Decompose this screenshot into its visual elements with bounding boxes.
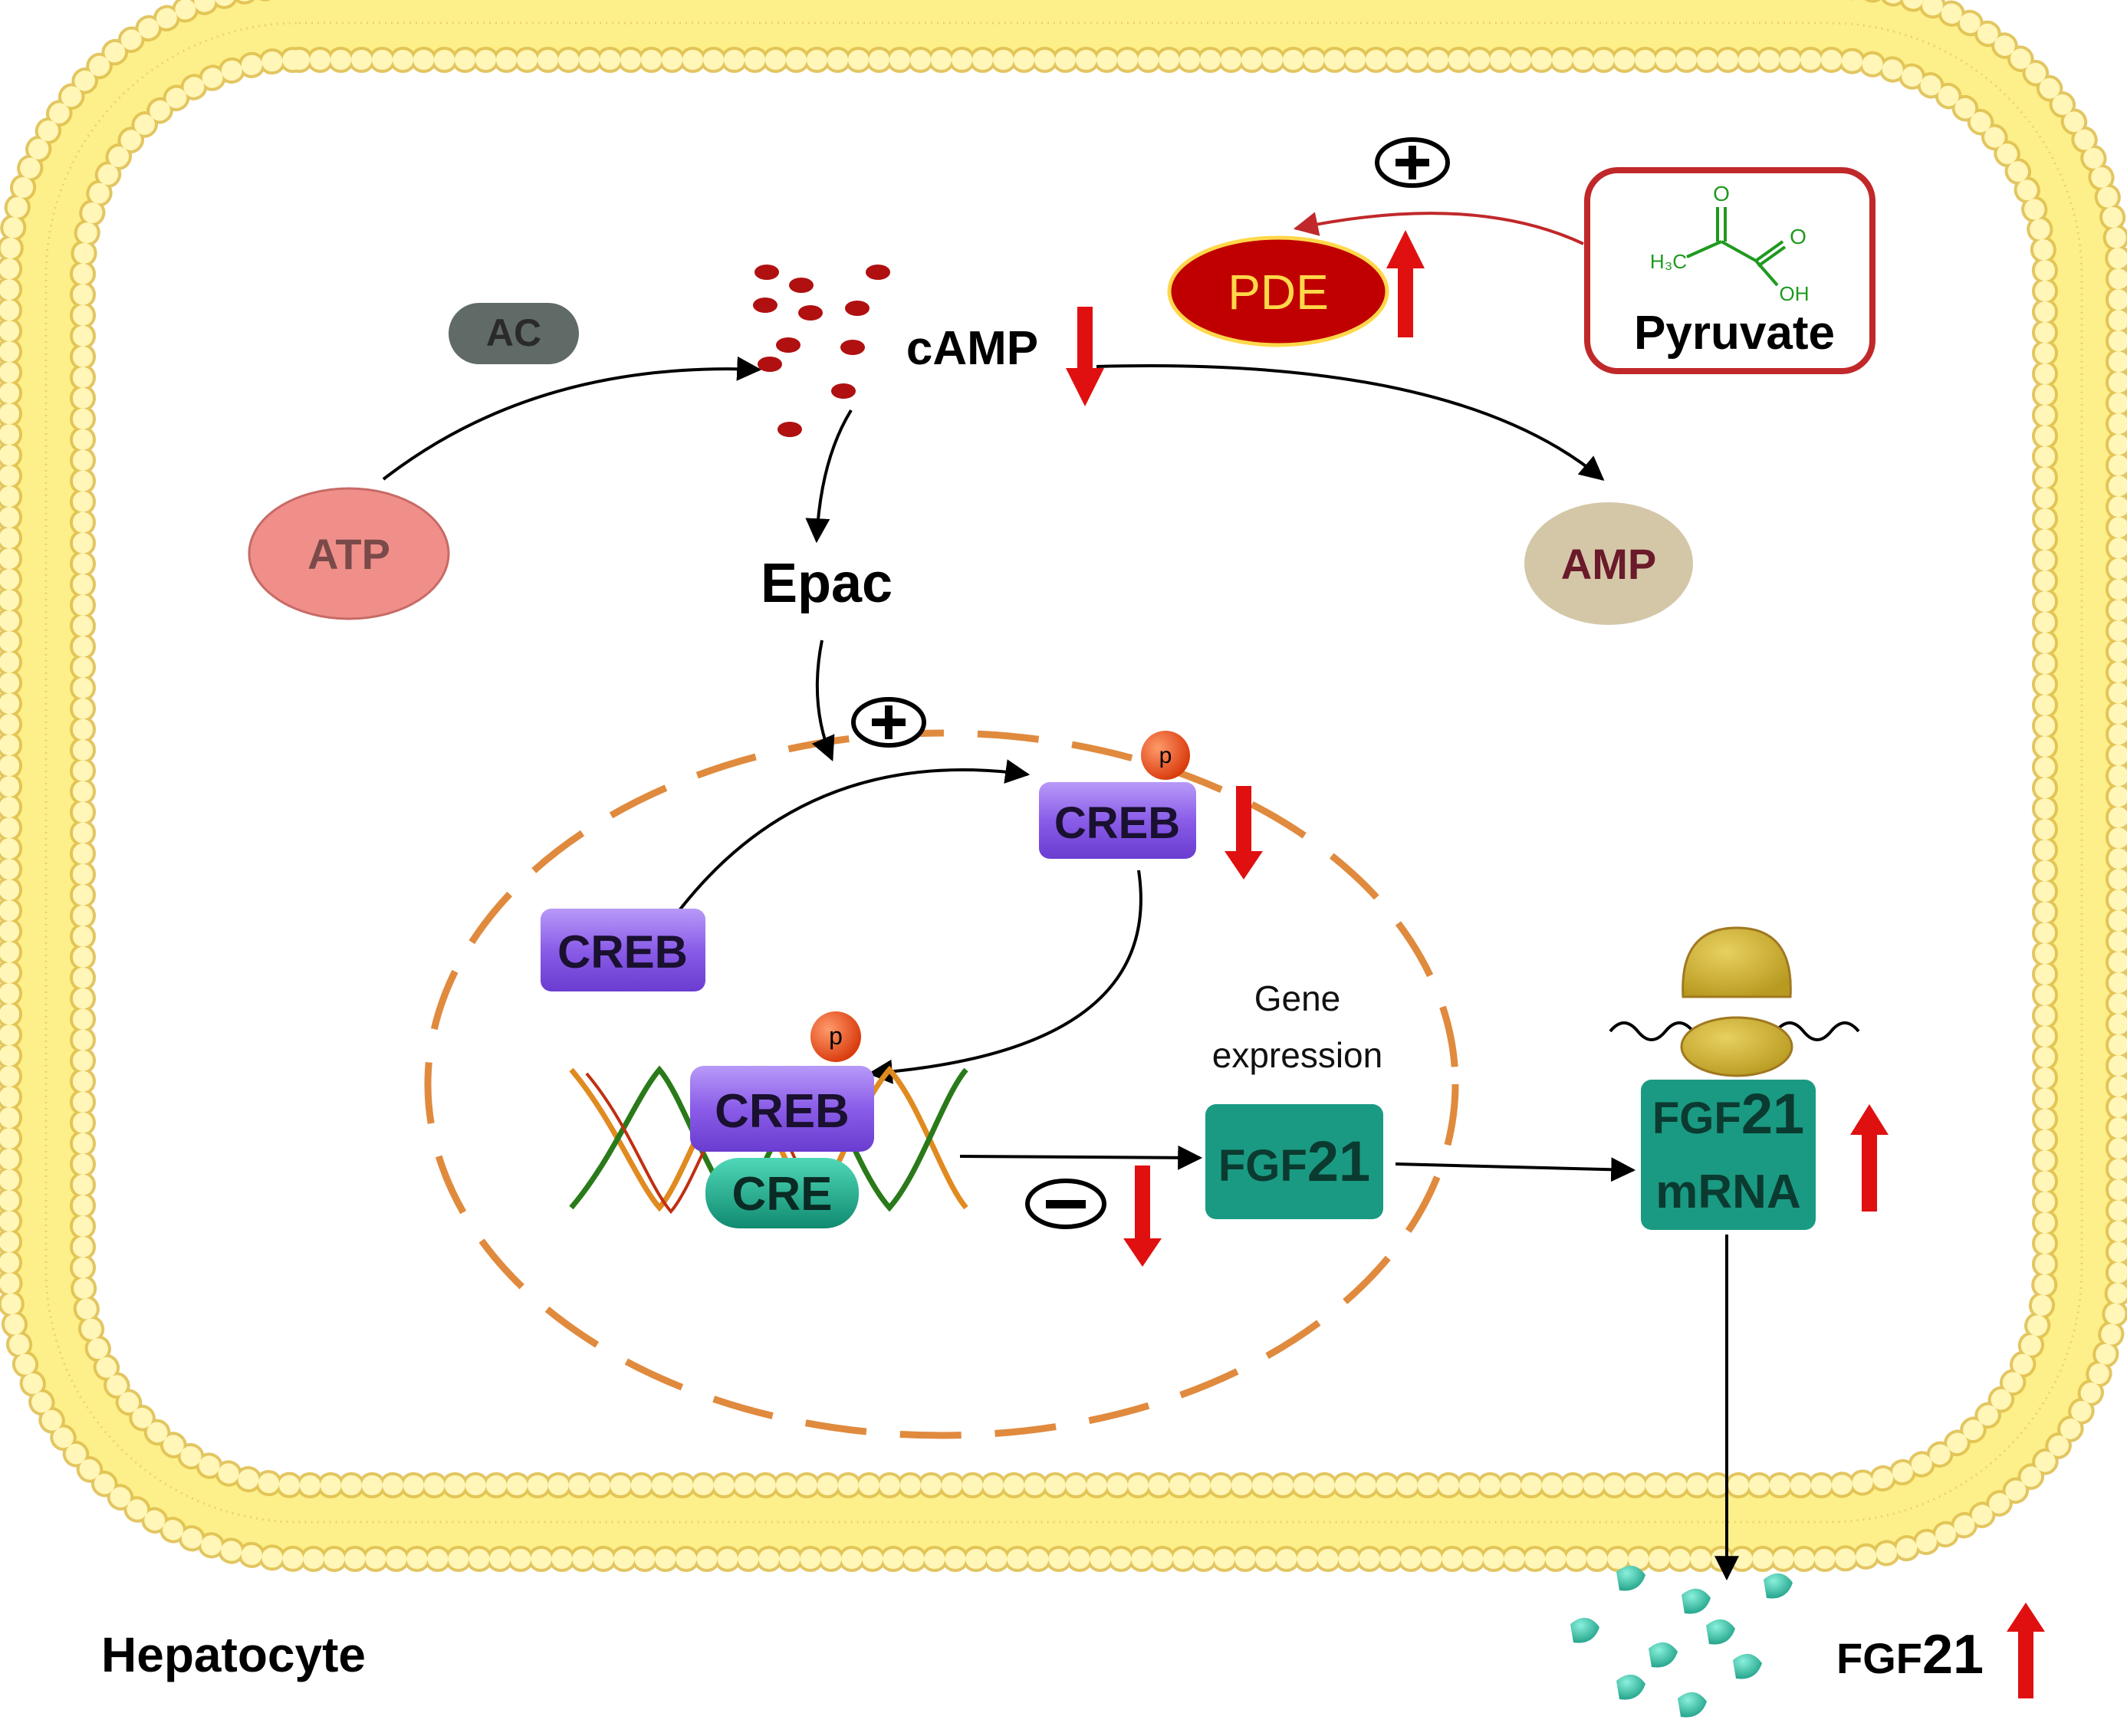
- arrow-creb-to-pcreb: [673, 759, 1031, 918]
- pyruvate-oh: OH: [1780, 282, 1810, 305]
- pyruvate-h3c: H₃C: [1650, 250, 1687, 273]
- amp-label: AMP: [1561, 540, 1656, 588]
- ac-label: AC: [486, 311, 541, 354]
- creb-dna-node: CREB p: [690, 1011, 874, 1152]
- arrow-fgf21-to-mrna: [1395, 1157, 1636, 1182]
- ac-node: AC: [449, 303, 579, 364]
- pyruvate-label: Pyruvate: [1634, 307, 1835, 360]
- pcreb-node: CREB p: [1039, 731, 1196, 859]
- secreted-suffix: 21: [1922, 1624, 1984, 1685]
- arrow-pcreb-to-dna: [867, 870, 1142, 1084]
- arrow-dna-to-fgf21: [959, 1145, 1203, 1170]
- fgf21-suffix: 21: [1307, 1129, 1370, 1193]
- pde-node: PDE: [1167, 235, 1389, 347]
- red-arrows: [1066, 230, 2045, 1698]
- nucleus: [424, 729, 1459, 1439]
- camp-molecules: [753, 265, 890, 437]
- secreted-prefix: FGF: [1836, 1634, 1922, 1682]
- pyruvate-node: O H₃C O OH Pyruvate: [1584, 167, 1876, 374]
- camp-down-arrow-icon: [1066, 307, 1104, 406]
- mrna-suffix: 21: [1741, 1082, 1804, 1146]
- svg-text:FGF21: FGF21: [1218, 1129, 1370, 1193]
- pyruvate-o-right: O: [1790, 225, 1806, 248]
- plus-icon-epac: [851, 697, 926, 748]
- arrow-atp-to-camp: [382, 356, 762, 481]
- arrow-camp-to-epac: [805, 409, 853, 544]
- phosphate-dna-label: p: [829, 1022, 843, 1050]
- pcreb-down-arrow-icon: [1225, 786, 1263, 880]
- pde-up-arrow-icon: [1386, 230, 1425, 337]
- fgf21-gene-node: FGF21: [1205, 1104, 1383, 1219]
- gene-expression-line2: expression: [1212, 1035, 1382, 1075]
- creb-node: CREB: [541, 909, 705, 991]
- secreted-fgf21-label: FGF21: [1836, 1624, 1984, 1685]
- cre-node: CRE: [705, 1158, 859, 1228]
- mrna-up-arrow-icon: [1850, 1104, 1889, 1212]
- amp-node: AMP: [1524, 502, 1693, 625]
- minus-icon: [1025, 1179, 1106, 1229]
- gene-expression-line1: Gene: [1254, 978, 1341, 1018]
- mrna-line2: mRNA: [1655, 1166, 1800, 1218]
- phosphate-dna-icon: [810, 1011, 861, 1062]
- arrow-pyruvate-to-pde: [1293, 212, 1584, 245]
- secreted-up-arrow-icon: [2007, 1603, 2045, 1698]
- creb-dna-label: CREB: [715, 1085, 850, 1138]
- pyruvate-o-top: O: [1713, 182, 1730, 205]
- arrow-camp-to-amp: [1096, 364, 1605, 482]
- hepatocyte-label: Hepatocyte: [101, 1627, 366, 1682]
- plus-icon-pyruvate: [1375, 137, 1450, 188]
- camp-label: cAMP: [906, 322, 1038, 375]
- atp-node: ATP: [248, 487, 450, 620]
- fgf21-mrna-node: FGF21 mRNA: [1641, 1080, 1816, 1230]
- pde-label: PDE: [1228, 265, 1329, 320]
- mrna-prefix: FGF: [1652, 1093, 1741, 1143]
- cre-label: CRE: [732, 1168, 833, 1221]
- creb-label: CREB: [557, 926, 688, 978]
- pyruvate-structure-icon: [1686, 207, 1787, 287]
- pcreb-label: CREB: [1054, 798, 1180, 848]
- ribosome-icon: [1609, 926, 1860, 1077]
- arrow-epac-to-nucleus: [811, 639, 835, 761]
- atp-label: ATP: [307, 530, 390, 578]
- fgf21-prefix: FGF: [1218, 1141, 1307, 1191]
- svg-text:FGF21: FGF21: [1652, 1082, 1804, 1146]
- phosphate-label: p: [1159, 743, 1172, 768]
- phosphate-icon: [1141, 731, 1190, 780]
- fgf21-down-arrow-icon: [1123, 1166, 1162, 1267]
- epac-label: Epac: [761, 553, 893, 614]
- cell-membrane: [0, 0, 2127, 1572]
- arrows: [382, 356, 1739, 1581]
- secreted-fgf21-icon: [1570, 1565, 1793, 1718]
